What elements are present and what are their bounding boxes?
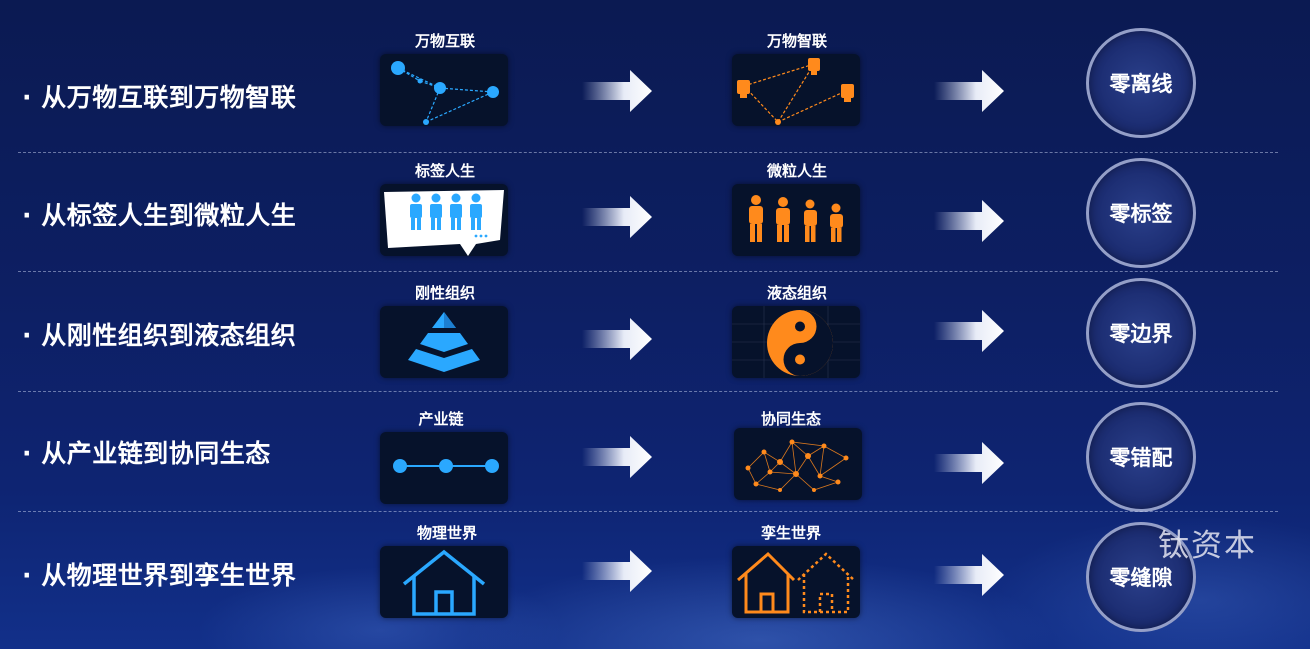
row-world: · 从物理世界到孪生世界 物理世界 孪生世界 xyxy=(0,518,1310,632)
result-text: 零缝隙 xyxy=(1109,566,1173,590)
arrow-right-icon xyxy=(934,70,1004,112)
statement-text: · 从标签人生到微粒人生 xyxy=(22,201,297,230)
to-caption: 协同生态 xyxy=(760,410,821,428)
result-badge: 零边界 xyxy=(1086,278,1196,388)
arrow-right-icon xyxy=(582,550,652,592)
from-caption: 万物互联 xyxy=(414,32,475,50)
to-caption: 液态组织 xyxy=(766,284,827,302)
from-caption: 刚性组织 xyxy=(414,284,475,302)
row-industry: · 从产业链到协同生态 产业链 协同生态 xyxy=(0,400,1310,512)
network-nodes-icon xyxy=(380,54,508,126)
to-caption: 孪生世界 xyxy=(760,524,821,542)
row-labels: · 从标签人生到微粒人生 标签人生 微粒人生 xyxy=(0,158,1310,268)
to-caption: 微粒人生 xyxy=(766,162,827,180)
result-text: 零错配 xyxy=(1109,446,1173,470)
twin-house-icon xyxy=(732,546,860,618)
from-caption: 标签人生 xyxy=(414,162,475,180)
result-badge: 零离线 xyxy=(1086,28,1196,138)
watermark-text: 钛资本 xyxy=(1158,528,1257,564)
house-icon xyxy=(380,546,508,618)
from-caption: 产业链 xyxy=(418,410,464,428)
statement-text: · 从刚性组织到液态组织 xyxy=(22,321,297,350)
arrow-right-icon xyxy=(582,436,652,478)
arrow-right-icon xyxy=(934,200,1004,242)
pyramid-icon xyxy=(380,306,508,378)
to-caption: 万物智联 xyxy=(766,32,827,50)
from-caption: 物理世界 xyxy=(416,524,477,542)
result-badge: 零错配 xyxy=(1086,402,1196,512)
statement-text: · 从物理世界到孪生世界 xyxy=(22,561,297,590)
row-organization: · 从刚性组织到液态组织 刚性组织 液态组织 零边界 xyxy=(0,278,1310,388)
arrow-right-icon xyxy=(934,554,1004,596)
row-divider xyxy=(18,391,1278,392)
result-badge: 零标签 xyxy=(1086,158,1196,268)
labeled-people-icon xyxy=(380,184,508,256)
arrow-right-icon xyxy=(582,196,652,238)
arrow-right-icon xyxy=(934,310,1004,352)
result-badge: 零缝隙 xyxy=(1086,522,1196,632)
chain-nodes-icon xyxy=(380,432,508,504)
arrow-right-icon xyxy=(582,70,652,112)
arrow-right-icon xyxy=(582,318,652,360)
result-text: 零标签 xyxy=(1109,202,1173,226)
mesh-network-icon xyxy=(734,428,862,500)
row-divider xyxy=(18,511,1278,512)
result-text: 零边界 xyxy=(1109,322,1173,346)
result-text: 零离线 xyxy=(1109,72,1173,96)
row-iot: · 从万物互联到万物智联 万物互联 万物智联 xyxy=(0,28,1310,138)
statement-text: · 从产业链到协同生态 xyxy=(22,439,271,468)
smart-lantern-network-icon xyxy=(732,54,860,126)
statement-text: · 从万物互联到万物智联 xyxy=(22,83,297,112)
arrow-right-icon xyxy=(934,442,1004,484)
individual-people-icon xyxy=(732,184,860,256)
row-divider xyxy=(18,152,1278,153)
row-divider xyxy=(18,271,1278,272)
yin-yang-icon xyxy=(732,306,860,378)
